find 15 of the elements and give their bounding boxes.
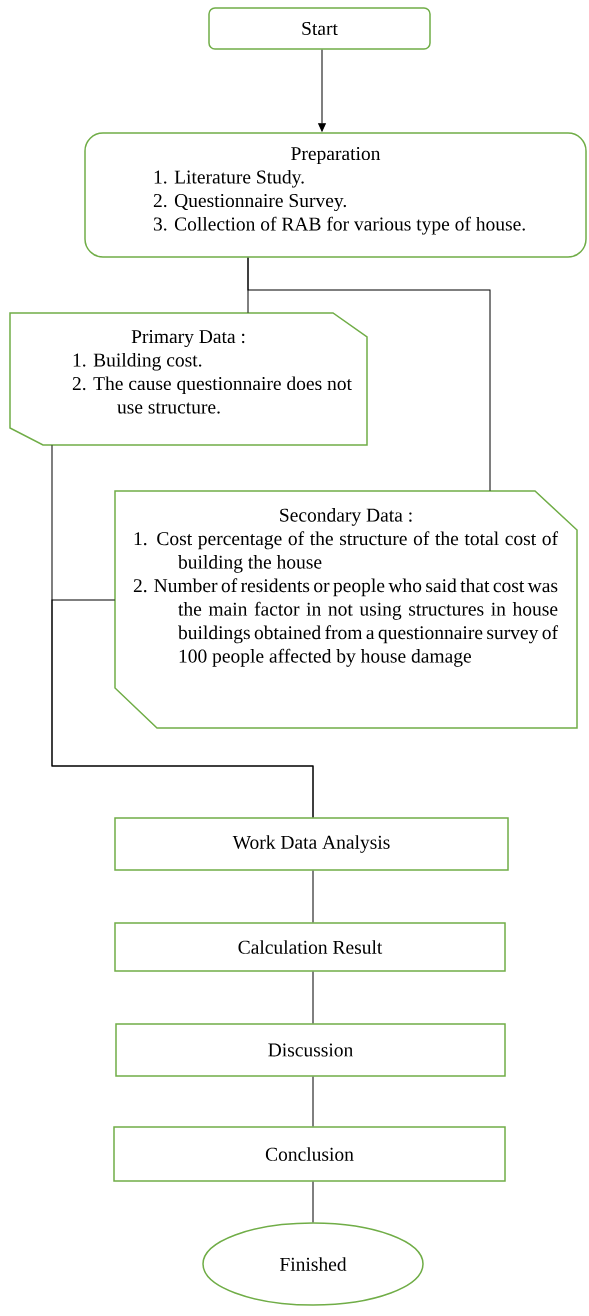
data-box: Primary Data : 1. Building cost. 2. The cause questionnaire does not use structure. [9, 312, 368, 446]
process-box: Preparation 1. Literature Study. 2. Questionnaire Survey. 3. Collection of RAB for various type of house. [84, 132, 587, 258]
start-box: Start [208, 7, 431, 50]
arrow [318, 49, 326, 132]
connector-line [247, 257, 491, 492]
process-box: Conclusion [113, 1126, 506, 1182]
connector-line [312, 870, 314, 923]
process-box: Discussion [115, 1023, 506, 1077]
connector-line [312, 971, 314, 1024]
connector-line [312, 1076, 314, 1127]
process-box: Work Data Analysis [114, 817, 509, 871]
process-box: Calculation Result [114, 922, 506, 972]
connector-line [312, 1181, 314, 1223]
connector-line [51, 599, 314, 818]
data-box: Secondary Data : 1. Cost percentage of the structure of the total cost of building the house 2. Number of residents or people who said that cost was the main factor in not using structures in house buildings obtained from a questionnaire survey of 100 people affected by house damage [114, 490, 578, 729]
